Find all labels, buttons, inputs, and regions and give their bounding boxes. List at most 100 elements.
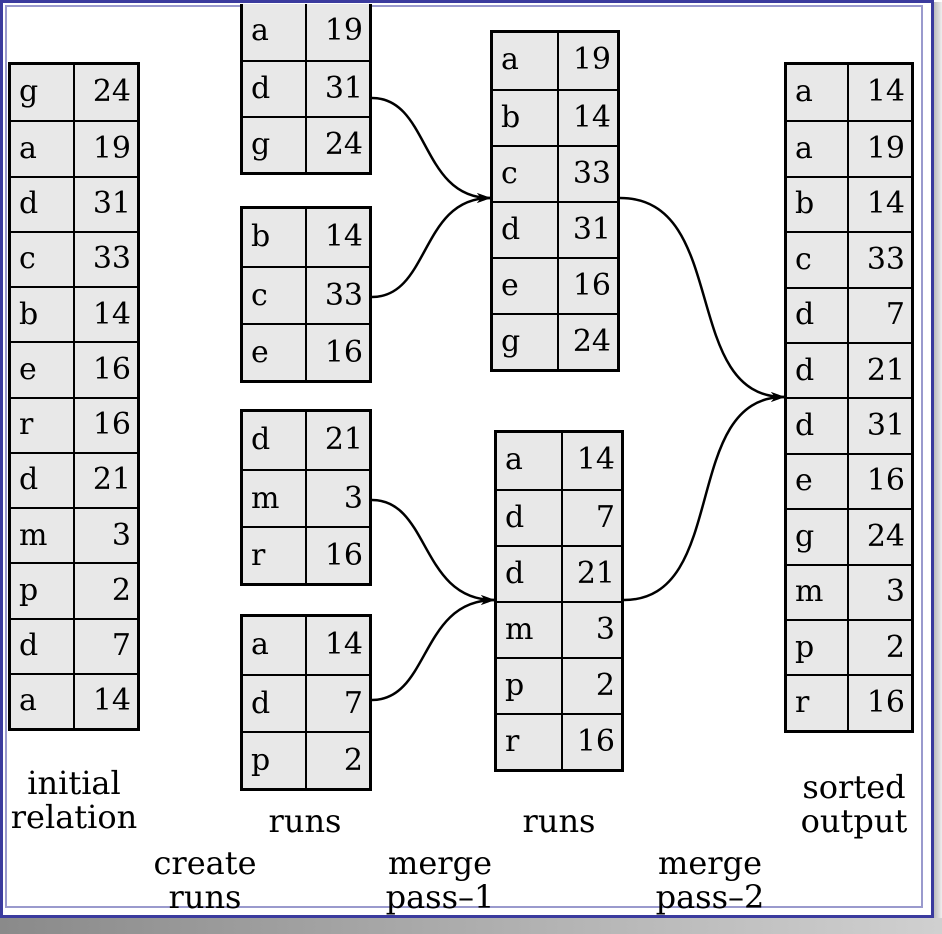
row-key: c — [493, 147, 559, 201]
row-key: a — [497, 433, 563, 489]
row-key: c — [243, 268, 307, 323]
row-key: d — [11, 619, 75, 673]
caption-create-line1: create — [153, 844, 257, 882]
row-value: 7 — [595, 500, 615, 535]
arrow-merged2-to-output — [623, 392, 785, 602]
arrow-run4-to-merged2 — [371, 595, 495, 702]
row-key: d — [787, 344, 849, 398]
row-value: 2 — [885, 629, 905, 665]
row-key: p — [243, 733, 307, 788]
caption-create-runs: create runs — [140, 846, 270, 914]
bottom-bar — [0, 918, 942, 934]
arrow-run1-to-merged1 — [371, 96, 491, 203]
table-row: c 33 — [243, 266, 369, 323]
caption-merge1-line2: pass–1 — [385, 878, 495, 916]
row-key: m — [243, 471, 307, 526]
frame-shadow-right — [934, 2, 942, 918]
arrow-run3-to-merged2 — [371, 498, 495, 605]
table-row: a 19 — [493, 33, 617, 89]
row-value: 33 — [324, 277, 363, 313]
arrow-run2-to-merged1 — [371, 193, 491, 299]
row-value: 7 — [343, 685, 363, 721]
row-key: d — [787, 399, 849, 453]
row-key: r — [497, 715, 563, 769]
row-key: d — [497, 491, 563, 545]
row-key: p — [497, 659, 563, 713]
row-key: r — [787, 676, 849, 730]
row-key: b — [493, 91, 559, 145]
table-row: g 24 — [493, 313, 617, 369]
row-value: 3 — [111, 517, 131, 553]
row-key: a — [11, 674, 75, 728]
row-key: e — [787, 454, 849, 509]
caption-runs-2-text: runs — [522, 802, 596, 840]
row-key: r — [11, 398, 75, 452]
row-value: 16 — [324, 537, 363, 573]
table-row: d 31 — [11, 175, 137, 231]
row-value: 16 — [576, 724, 615, 759]
row-value: 16 — [866, 685, 905, 721]
row-key: p — [787, 621, 849, 675]
row-value: 31 — [92, 186, 131, 222]
row-key: d — [11, 177, 75, 231]
row-key: a — [11, 122, 75, 176]
table-row: r 16 — [11, 396, 137, 452]
row-value: 21 — [866, 352, 905, 388]
row-value: 16 — [92, 407, 131, 443]
row-value: 14 — [866, 73, 905, 109]
row-value: 21 — [576, 556, 615, 591]
row-value: 21 — [324, 421, 363, 457]
row-value: 7 — [111, 628, 131, 664]
row-value: 19 — [572, 42, 611, 77]
row-value: 3 — [595, 612, 615, 647]
caption-sorted-line2: output — [800, 802, 908, 840]
caption-merge-pass-2: merge pass–2 — [640, 846, 780, 914]
row-key: a — [493, 33, 559, 89]
caption-merge-pass-1: merge pass–1 — [370, 846, 510, 914]
row-key: m — [787, 565, 849, 619]
row-key: e — [243, 325, 307, 380]
row-key: g — [243, 118, 307, 172]
row-value: 14 — [92, 296, 131, 332]
table-row: d 21 — [787, 342, 911, 398]
row-key: g — [493, 315, 559, 369]
row-value: 19 — [92, 130, 131, 166]
caption-initial-line2: relation — [10, 798, 138, 836]
row-value: 14 — [576, 442, 615, 477]
row-value: 14 — [866, 186, 905, 222]
caption-create-line2: runs — [168, 878, 242, 916]
row-key: d — [243, 62, 307, 116]
caption-runs-1: runs — [240, 804, 370, 838]
row-key: b — [11, 288, 75, 342]
row-key: b — [787, 177, 849, 232]
caption-merge1-line1: merge — [388, 844, 492, 882]
row-key: e — [493, 259, 559, 313]
row-value: 24 — [572, 324, 611, 359]
table-row: a 14 — [497, 433, 621, 489]
row-key: d — [243, 412, 307, 469]
row-value: 14 — [324, 218, 363, 254]
table-row: d 21 — [243, 412, 369, 469]
row-value: 31 — [866, 408, 905, 444]
